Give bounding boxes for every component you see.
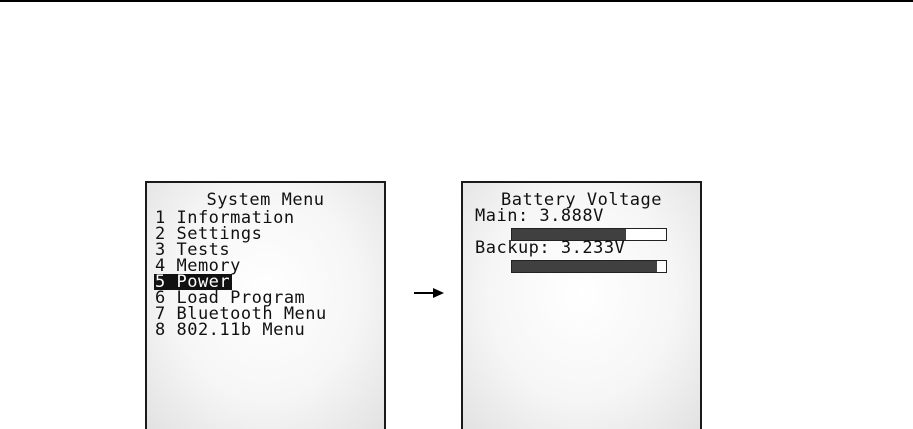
system-menu-screen: System Menu 1 Information 2 Settings 3 T… <box>145 181 386 429</box>
backup-battery-bar-fill <box>512 261 657 272</box>
main-battery-label: Main: 3.888V <box>475 208 604 224</box>
backup-battery-label: Backup: 3.233V <box>475 240 625 256</box>
menu-item-label: 8 802.11b Menu <box>154 320 307 340</box>
menu-item-80211b-menu[interactable]: 8 802.11b Menu <box>154 322 329 338</box>
battery-voltage-screen: Battery Voltage Main: 3.888V Backup: 3.2… <box>461 181 702 429</box>
top-divider <box>0 0 913 2</box>
backup-battery-bar <box>511 260 667 273</box>
system-menu-title: System Menu <box>147 192 384 208</box>
right-arrow-icon <box>413 286 445 300</box>
system-menu-list: 1 Information 2 Settings 3 Tests 4 Memor… <box>154 210 329 338</box>
